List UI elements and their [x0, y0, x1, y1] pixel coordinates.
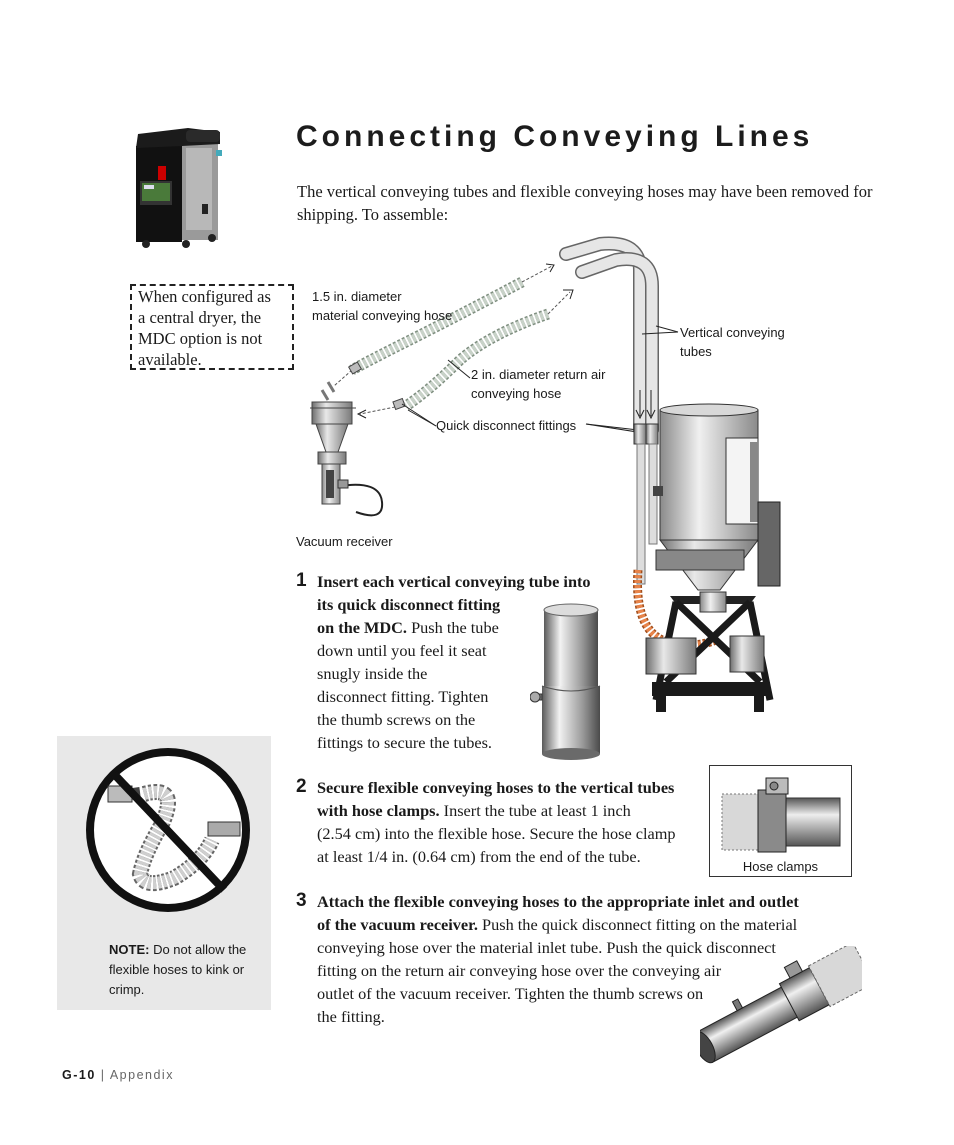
step-line: on the MDC. Push the tube — [317, 618, 499, 637]
label-line: tubes — [680, 344, 712, 359]
hose-clamp-image — [721, 777, 841, 853]
step-line: the fitting. — [317, 1007, 385, 1026]
step-line: conveying hose over the material inlet t… — [317, 938, 776, 957]
step-2-number: 2 — [296, 776, 307, 797]
return-hose-label: 2 in. diameter return air conveying hose — [471, 365, 605, 403]
step-2-text: Secure flexible conveying hoses to the v… — [317, 776, 709, 868]
note-line: available. — [138, 350, 202, 369]
note-line: a central dryer, the — [138, 308, 262, 327]
step-line: with hose clamps. Insert the tube at lea… — [317, 801, 631, 820]
intro-paragraph: The vertical conveying tubes and flexibl… — [297, 182, 873, 224]
hose-clamps-figure: Hose clamps — [709, 765, 852, 877]
no-kink-icon — [86, 748, 250, 912]
step-line: at least 1/4 in. (0.64 cm) from the end … — [317, 847, 641, 866]
step-line: the thumb screws on the — [317, 710, 476, 729]
material-hose-label: 1.5 in. diameter material conveying hose — [312, 287, 452, 325]
label-line: Vertical conveying — [680, 325, 785, 340]
step-line: of the vacuum receiver. Push the quick d… — [317, 915, 798, 934]
label-line: material conveying hose — [312, 308, 453, 323]
step-line: Secure flexible conveying hoses to the v… — [317, 778, 675, 797]
footer-separator: | — [100, 1068, 106, 1082]
note-line: flexible hoses to kink or — [109, 962, 245, 977]
step-line: fitting on the return air conveying hose… — [317, 961, 722, 980]
step-1-text: Insert each vertical conveying tube into… — [317, 570, 617, 754]
step-line: fittings to secure the tubes. — [317, 733, 492, 752]
dryer-thumbnail-image — [136, 128, 222, 248]
quick-disconnect-label: Quick disconnect fittings — [436, 418, 577, 433]
note-label: NOTE: — [109, 942, 150, 957]
assembly-diagram — [310, 236, 781, 712]
kink-warning-note: NOTE: Do not allow the flexible hoses to… — [109, 940, 269, 1000]
label-line: 1.5 in. diameter — [312, 289, 402, 304]
page-title: Connecting Conveying Lines — [296, 120, 814, 153]
label-line: 2 in. diameter return air — [471, 367, 606, 382]
step-line: snugly inside the — [317, 664, 428, 683]
step-line: Insert each vertical conveying tube into — [317, 572, 591, 591]
central-dryer-note: When configured as a central dryer, the … — [130, 284, 294, 370]
step-line: outlet of the vacuum receiver. Tighten t… — [317, 984, 704, 1003]
step-line: Attach the flexible conveying hoses to t… — [317, 892, 799, 911]
step-line: disconnect fitting. Tighten — [317, 687, 489, 706]
step-3-number: 3 — [296, 890, 307, 911]
note-line: MDC option is not — [138, 329, 263, 348]
note-line: crimp. — [109, 982, 145, 997]
vertical-tubes-label: Vertical conveying tubes — [680, 323, 785, 361]
hose-clamps-caption: Hose clamps — [742, 859, 819, 874]
step-line: down until you feel it seat — [317, 641, 487, 660]
step-1-number: 1 — [296, 570, 307, 591]
section-name: Appendix — [109, 1068, 174, 1082]
vacuum-receiver-label: Vacuum receiver — [296, 534, 393, 549]
step-line: its quick disconnect fitting — [317, 595, 501, 614]
step-3-text: Attach the flexible conveying hoses to t… — [317, 890, 837, 1028]
note-line: Do not allow the — [149, 942, 247, 957]
tube-fitting-image — [530, 603, 601, 760]
label-line: conveying hose — [471, 386, 562, 401]
note-line: When configured as — [138, 287, 271, 306]
page-number: G-10 — [62, 1068, 96, 1082]
quick-disconnect-image — [700, 946, 862, 1064]
step-line: (2.54 cm) into the flexible hose. Secure… — [317, 824, 676, 843]
page-footer: G-10 | Appendix — [62, 1068, 174, 1082]
